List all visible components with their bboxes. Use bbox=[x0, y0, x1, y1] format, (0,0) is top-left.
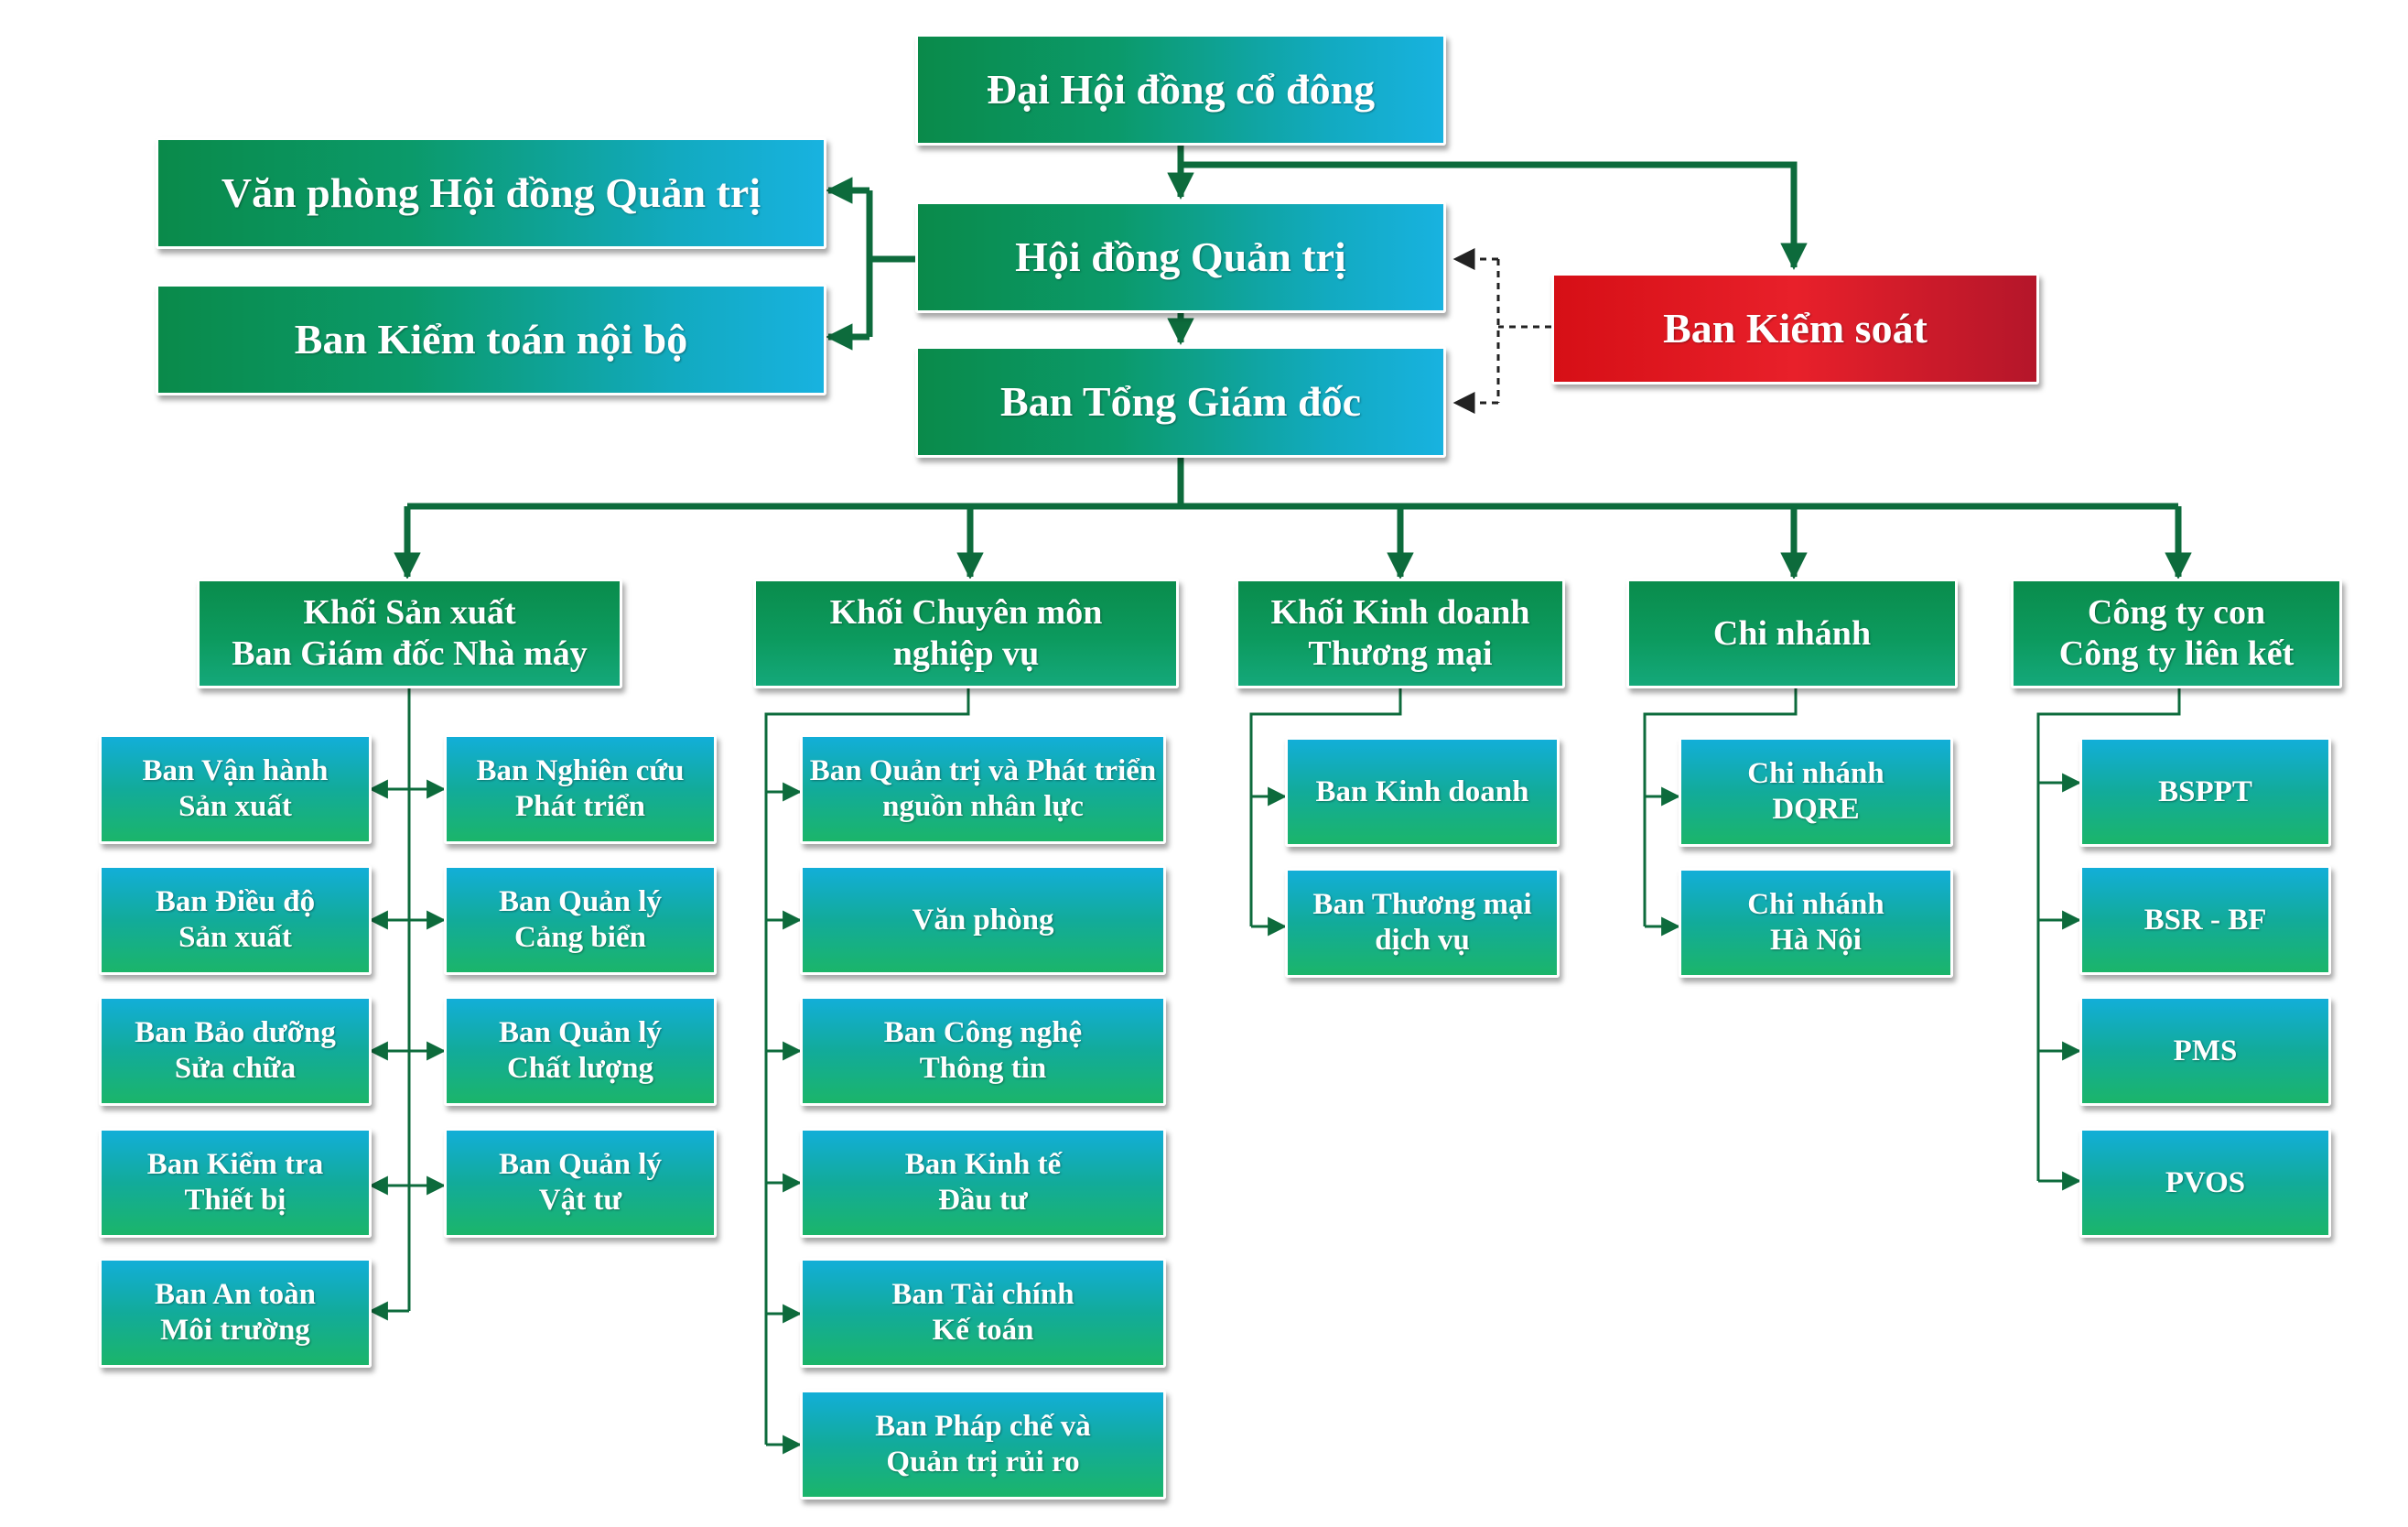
unit-line1: Ban Quản lý bbox=[499, 1016, 662, 1050]
unit-pms: PMS bbox=[2079, 996, 2331, 1106]
unit-pvos: PVOS bbox=[2079, 1128, 2331, 1238]
unit-bsppt: BSPPT bbox=[2079, 737, 2331, 847]
board-box: Hội đồng Quản trị bbox=[915, 201, 1446, 313]
unit-line2: Thiết bị bbox=[184, 1184, 286, 1217]
board-office-label: Văn phòng Hội đồng Quản trị bbox=[221, 168, 761, 216]
ceo-box: Ban Tổng Giám đốc bbox=[915, 346, 1446, 458]
block-branches-label: Chi nhánh bbox=[1712, 613, 1872, 653]
unit-line2: Môi trường bbox=[160, 1314, 310, 1347]
unit-line2: DQRE bbox=[1772, 793, 1860, 826]
unit-line1: Ban Kinh doanh bbox=[1315, 774, 1529, 808]
internal-audit-label: Ban Kiểm toán nội bộ bbox=[294, 315, 688, 363]
unit-line1: Ban Pháp chế và bbox=[875, 1410, 1091, 1444]
unit-line2: Sản xuất bbox=[178, 921, 292, 954]
unit-line1: Ban Nghiên cứu bbox=[476, 754, 685, 788]
unit-line1: Ban Thương mại bbox=[1312, 888, 1532, 922]
unit-bsr-bf: BSR - BF bbox=[2079, 865, 2331, 975]
unit-line2: Kế toán bbox=[932, 1314, 1034, 1347]
unit-line1: Ban Quản lý bbox=[499, 1148, 662, 1182]
unit-line1: Ban Công nghệ bbox=[883, 1016, 1083, 1050]
unit-line1: Ban Kinh tế bbox=[904, 1148, 1062, 1182]
unit-line1: Ban Kiểm tra bbox=[146, 1148, 324, 1182]
unit-line1: Ban Quản lý bbox=[499, 885, 662, 919]
shareholders-box: Đại Hội đồng cổ đông bbox=[915, 34, 1446, 146]
unit-line1: Ban An toàn bbox=[154, 1278, 317, 1312]
unit-line1: Chi nhánh bbox=[1747, 757, 1884, 791]
internal-audit-box: Ban Kiểm toán nội bộ bbox=[156, 284, 826, 395]
ceo-label: Ban Tổng Giám đốc bbox=[999, 377, 1362, 425]
unit-sales: Ban Kinh doanh bbox=[1285, 737, 1560, 847]
shareholders-label: Đại Hội đồng cổ đông bbox=[986, 65, 1376, 113]
board-office-box: Văn phòng Hội đồng Quản trị bbox=[156, 137, 826, 249]
supervisory-label: Ban Kiểm soát bbox=[1663, 304, 1927, 352]
unit-line1: BSPPT bbox=[2158, 774, 2252, 808]
unit-line1: PMS bbox=[2173, 1034, 2238, 1067]
block-branches: Chi nhánh bbox=[1626, 579, 1958, 688]
block-production-line1: Khối Sản xuất bbox=[303, 593, 516, 633]
unit-line2: Vật tư bbox=[538, 1184, 622, 1217]
block-subsidiaries-line1: Công ty con bbox=[2087, 593, 2266, 633]
block-business-line2: Thương mại bbox=[1308, 634, 1493, 673]
unit-line1: Ban Quản trị và Phát triển bbox=[809, 754, 1157, 788]
block-business-line1: Khối Kinh doanh bbox=[1270, 593, 1530, 633]
unit-line2: Cảng biển bbox=[514, 921, 646, 954]
unit-line2: Phát triển bbox=[514, 790, 646, 823]
block-professional-line2: nghiệp vụ bbox=[892, 634, 1040, 673]
unit-line2: Thông tin bbox=[919, 1052, 1047, 1085]
unit-line2: Sửa chữa bbox=[174, 1052, 297, 1085]
unit-line2: Hà Nội bbox=[1770, 924, 1862, 957]
unit-line2: nguồn nhân lực bbox=[882, 790, 1084, 823]
board-label: Hội đồng Quản trị bbox=[1015, 233, 1346, 280]
block-professional-line1: Khối Chuyên môn bbox=[829, 593, 1103, 633]
unit-line2: Quản trị rủi ro bbox=[886, 1446, 1080, 1478]
unit-line1: Ban Tài chính bbox=[891, 1278, 1074, 1312]
block-production-line2: Ban Giám đốc Nhà máy bbox=[232, 634, 588, 673]
unit-line1: Ban Bảo dưỡng bbox=[135, 1016, 336, 1050]
supervisory-box: Ban Kiểm soát bbox=[1551, 273, 2039, 384]
unit-line2: Chất lượng bbox=[506, 1052, 653, 1085]
unit-line1: Ban Vận hành bbox=[142, 754, 329, 788]
unit-line1: Chi nhánh bbox=[1747, 888, 1884, 922]
unit-line1: PVOS bbox=[2165, 1165, 2246, 1199]
unit-line1: Văn phòng bbox=[912, 903, 1054, 937]
unit-line1: BSR - BF bbox=[2143, 903, 2267, 937]
unit-office: Văn phòng bbox=[800, 865, 1166, 975]
block-subsidiaries-line2: Công ty liên kết bbox=[2058, 634, 2295, 673]
unit-line2: dịch vụ bbox=[1375, 924, 1470, 957]
unit-line1: Ban Điều độ bbox=[155, 885, 316, 919]
unit-line2: Sản xuất bbox=[178, 790, 292, 823]
unit-line2: Đầu tư bbox=[938, 1184, 1028, 1217]
